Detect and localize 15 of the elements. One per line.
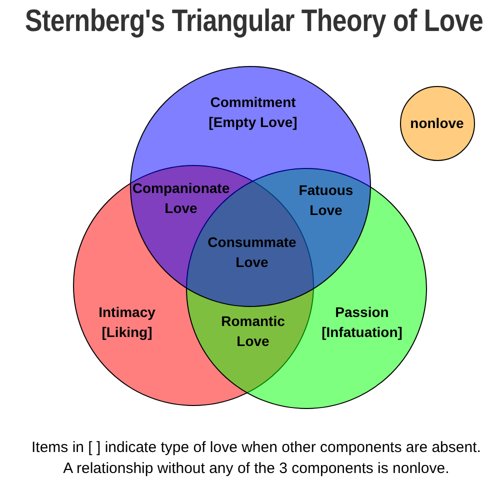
small-circle — [400, 86, 474, 160]
title: Sternberg's Triangular Theory of Love — [25, 5, 484, 37]
overlap-label: Companionate Love — [131, 179, 231, 218]
circle-label: [Infatuation] — [322, 323, 402, 342]
circle-label: Intimacy — [98, 303, 156, 322]
overlap-label: Fatuous Love — [298, 181, 354, 220]
circle-label: nonlove — [410, 114, 464, 133]
circle-label: [Liking] — [102, 323, 152, 342]
overlap-label: Romantic Love — [220, 312, 286, 351]
venn-circle — [130, 66, 370, 306]
caption: Items in [ ] indicate type of love when other components are absent. A relationship without any of the 3 components is nonlove. — [32, 438, 481, 479]
overlap-label: Consummate Love — [206, 233, 298, 272]
circle-label: Commitment — [210, 93, 296, 112]
circle-label: [Empty Love] — [208, 113, 298, 132]
circle-label: Passion — [335, 303, 389, 322]
